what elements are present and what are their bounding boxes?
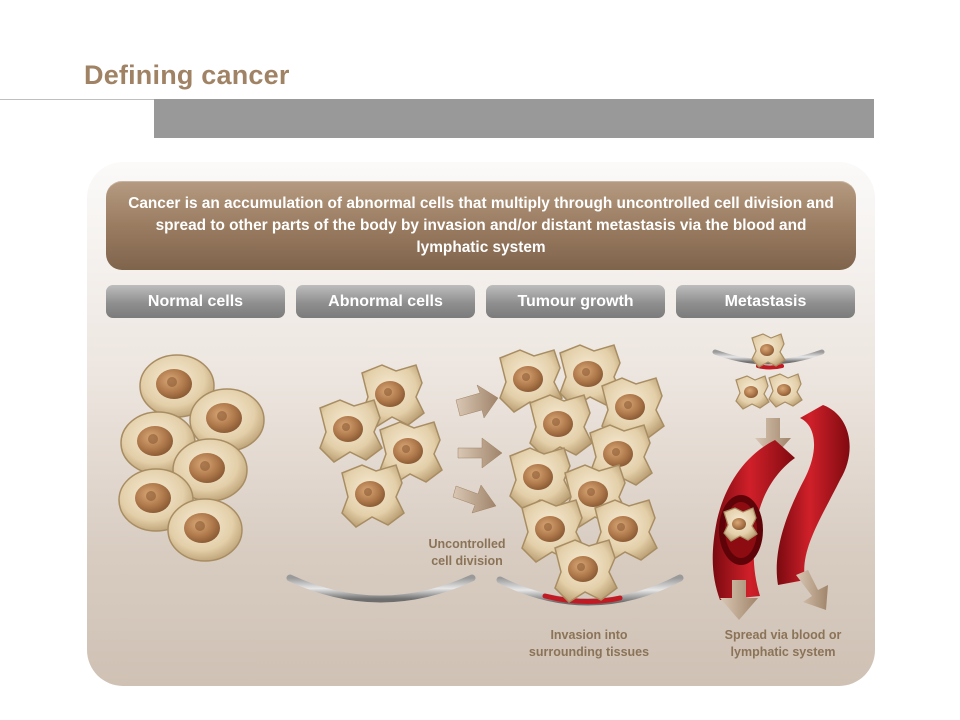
label-line: surrounding tissues xyxy=(528,645,650,659)
uncontrolled-division-label: Uncontrolled cell division xyxy=(400,536,534,570)
page-title: Defining cancer xyxy=(84,60,290,90)
definition-box: Cancer is an accumulation of abnormal ce… xyxy=(106,181,856,270)
invasion-label: Invasion into surrounding tissues xyxy=(500,627,678,661)
header-bar xyxy=(154,99,874,138)
division-arrows xyxy=(452,384,503,514)
stage-normal-cells: Normal cells xyxy=(106,285,285,318)
spread-arrow-left xyxy=(720,580,758,620)
blood-vessel xyxy=(712,405,850,600)
label-line: cell division xyxy=(431,554,503,568)
stage-abnormal-cells: Abnormal cells xyxy=(296,285,475,318)
stage-tumour-growth: Tumour growth xyxy=(486,285,665,318)
membrane-abnormal xyxy=(286,574,476,603)
label-line: Invasion into xyxy=(550,628,628,642)
definition-text: Cancer is an accumulation of abnormal ce… xyxy=(128,194,834,256)
normal-cell-cluster xyxy=(118,354,265,562)
label-line: lymphatic system xyxy=(730,645,836,659)
spread-label: Spread via blood or lymphatic system xyxy=(690,627,876,661)
title-rule xyxy=(0,99,154,100)
abnormal-cell-cluster xyxy=(319,364,443,528)
label-line: Spread via blood or xyxy=(724,628,842,642)
stage-metastasis: Metastasis xyxy=(676,285,855,318)
invasion-breach xyxy=(542,593,623,605)
label-line: Uncontrolled xyxy=(428,537,506,551)
spread-arrow-right xyxy=(796,570,828,610)
